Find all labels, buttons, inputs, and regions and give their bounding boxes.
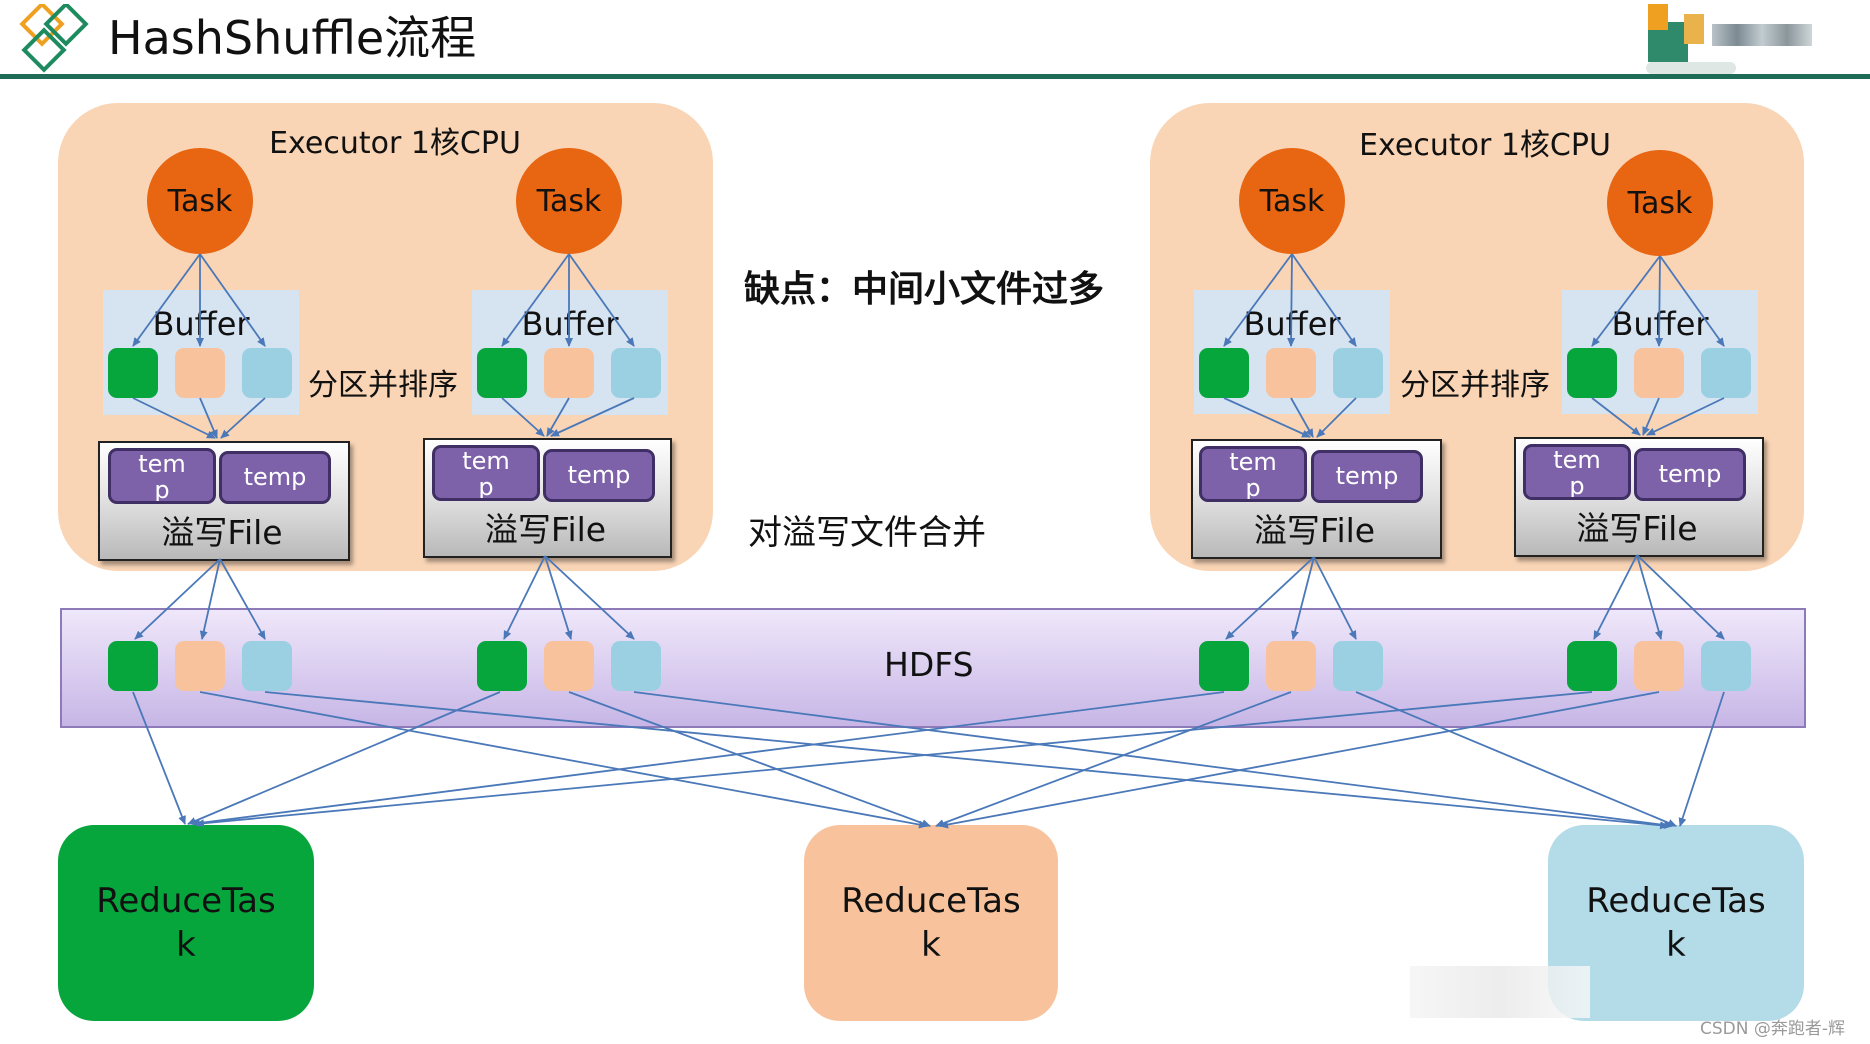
hdfs-partition-blue — [611, 641, 661, 691]
hdfs-band — [60, 608, 1806, 728]
partition-block-green — [1199, 348, 1249, 398]
partition-block-orange — [1634, 348, 1684, 398]
hdfs-partition-orange — [175, 641, 225, 691]
partition-block-orange — [544, 348, 594, 398]
partition-block-blue — [242, 348, 292, 398]
spill-file-label: 溢写File — [1576, 509, 1698, 548]
temp-file: tem p — [1523, 444, 1631, 500]
hdfs-partition-blue — [242, 641, 292, 691]
hdfs-partition-green — [477, 641, 527, 691]
drawback-note: 缺点：中间小文件过多 — [744, 269, 1105, 310]
partition-block-blue — [1701, 348, 1751, 398]
hdfs-partition-green — [1567, 641, 1617, 691]
diamond-logo-icon — [19, 4, 89, 73]
executor-label: Executor 1核CPU — [269, 126, 521, 161]
spill-file-label: 溢写File — [484, 510, 607, 549]
reduce-task-1: ReduceTas k — [58, 825, 314, 1021]
executor-label: Executor 1核CPU — [1359, 128, 1611, 163]
temp-file: temp — [1311, 450, 1423, 503]
reduce-task-label: ReduceTas k — [1586, 881, 1766, 965]
merge-note: 对溢写文件合并 — [748, 513, 986, 553]
hdfs-partition-orange — [1634, 641, 1684, 691]
title-divider — [0, 74, 1870, 79]
buffer-label: Buffer — [152, 305, 250, 343]
spill-file-label: 溢写File — [161, 513, 283, 552]
hdfs-partition-green — [108, 641, 158, 691]
spill-file-label: 溢写File — [1253, 511, 1376, 550]
hdfs-partition-blue — [1701, 641, 1751, 691]
hdfs-partition-orange — [544, 641, 594, 691]
temp-file: temp — [1634, 448, 1746, 501]
task-node: Task — [147, 148, 253, 254]
partition-block-blue — [1333, 348, 1383, 398]
task-node: Task — [1239, 148, 1345, 254]
partition-block-green — [108, 348, 158, 398]
blurred-brand-logo — [1622, 4, 1842, 76]
page-title: HashShuffle流程 — [108, 11, 477, 65]
buffer-label: Buffer — [521, 305, 619, 343]
temp-file: tem p — [1199, 446, 1307, 502]
reduce-task-2: ReduceTas k — [804, 825, 1058, 1021]
hdfs-label: HDFS — [884, 645, 974, 684]
partition-sort-label: 分区并排序 — [1400, 368, 1550, 403]
partition-block-orange — [1266, 348, 1316, 398]
partition-block-blue — [611, 348, 661, 398]
task-node: Task — [516, 148, 622, 254]
footer-credit: CSDN @奔跑者-辉 — [1700, 1019, 1846, 1039]
reduce-task-label: ReduceTas k — [96, 881, 276, 965]
hdfs-partition-orange — [1266, 641, 1316, 691]
temp-file: temp — [543, 449, 655, 502]
hdfs-partition-blue — [1333, 641, 1383, 691]
reduce-task-label: ReduceTas k — [841, 881, 1021, 965]
partition-block-orange — [175, 348, 225, 398]
temp-file: temp — [219, 451, 331, 504]
task-node: Task — [1607, 150, 1713, 256]
reduce-task-3: ReduceTas k — [1548, 825, 1804, 1021]
partition-sort-label: 分区并排序 — [308, 368, 458, 403]
temp-file: tem p — [108, 448, 216, 504]
hdfs-partition-green — [1199, 641, 1249, 691]
partition-block-green — [477, 348, 527, 398]
partition-block-green — [1567, 348, 1617, 398]
blurred-watermark — [1410, 966, 1590, 1018]
temp-file: tem p — [432, 445, 540, 501]
